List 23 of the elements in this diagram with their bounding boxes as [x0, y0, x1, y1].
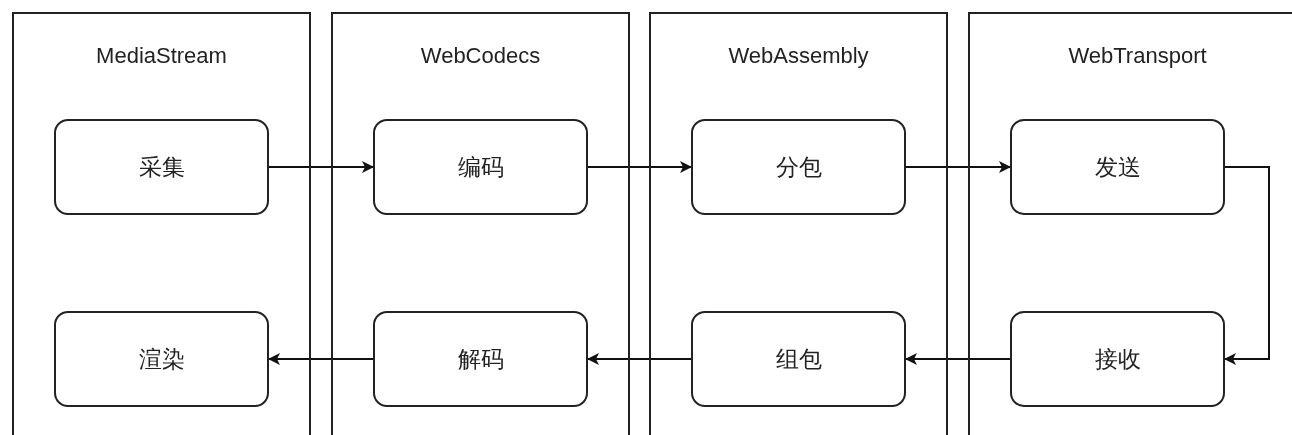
swimlane [968, 12, 1292, 435]
process-box: 解码 [373, 311, 588, 407]
swimlane [649, 12, 948, 435]
arrow [268, 161, 374, 173]
lane-title: WebCodecs [420, 42, 541, 70]
process-box: 分包 [691, 119, 906, 215]
process-box: 编码 [373, 119, 588, 215]
process-box: 组包 [691, 311, 906, 407]
lane-title: WebTransport [1068, 42, 1207, 70]
process-box: 采集 [54, 119, 269, 215]
process-box: 发送 [1010, 119, 1225, 215]
swimlane [331, 12, 630, 435]
arrow [587, 353, 692, 365]
arrow [268, 353, 374, 365]
arrow [587, 161, 692, 173]
lane-title: MediaStream [96, 42, 227, 70]
arrow [905, 353, 1011, 365]
lane-title: WebAssembly [728, 42, 869, 70]
process-box: 接收 [1010, 311, 1225, 407]
arrow [905, 161, 1011, 173]
process-box: 渲染 [54, 311, 269, 407]
arrow [1224, 166, 1270, 365]
swimlane [12, 12, 311, 435]
